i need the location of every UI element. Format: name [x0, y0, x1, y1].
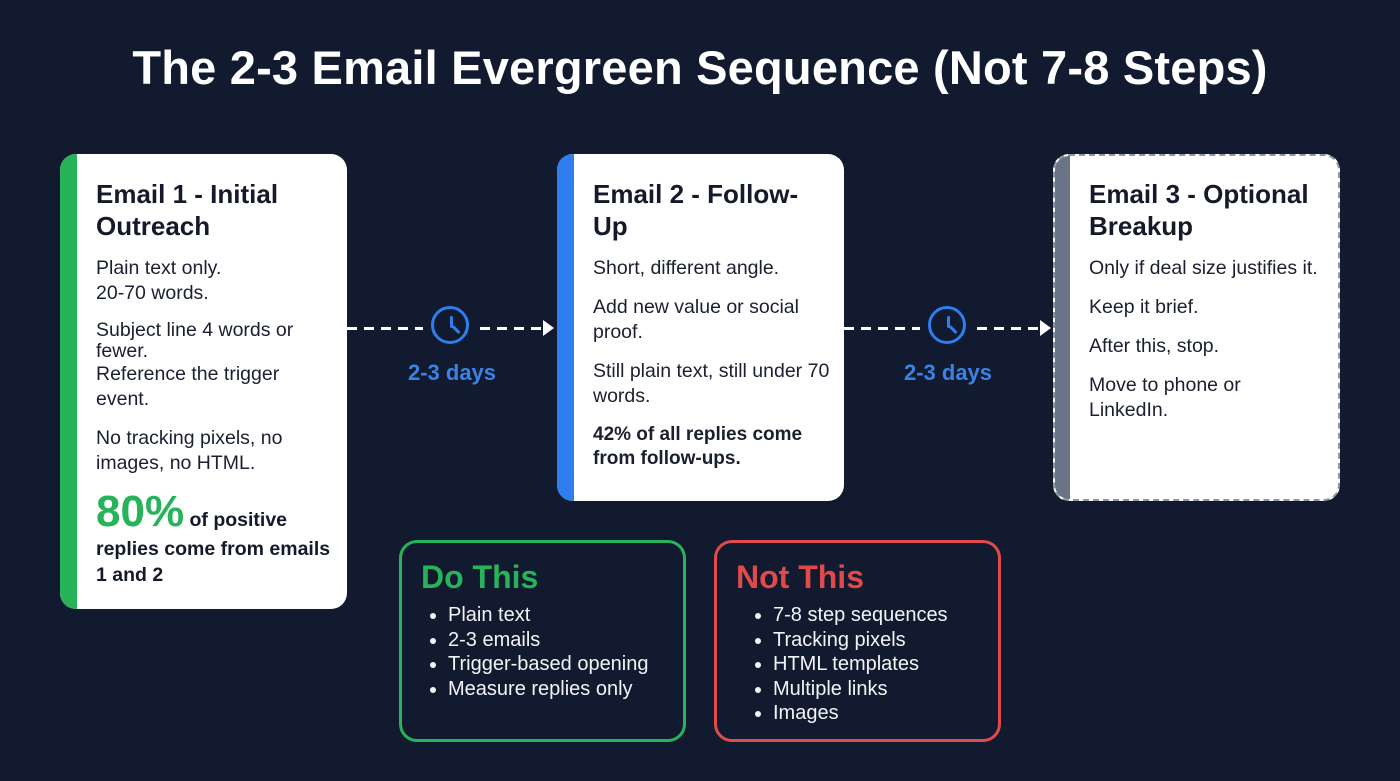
list-item: Images	[773, 701, 948, 726]
list-item: 2-3 emails	[448, 628, 649, 653]
card-line: 20-70 words.	[96, 282, 209, 304]
clock-icon	[928, 306, 966, 344]
card-heading: Email 1 - Initial Outreach	[96, 179, 279, 241]
stat-value: 80%	[96, 487, 185, 536]
card-line: Move to phone or LinkedIn.	[1089, 374, 1241, 421]
stat-text: of positive	[189, 509, 288, 531]
card-accent-bar-green	[60, 154, 77, 609]
stat-text: 42% of all replies come from follow-ups.	[593, 424, 803, 469]
stat-text-continued: replies come from emails 1 and 2	[96, 538, 331, 586]
arrow-right-icon	[1040, 320, 1051, 336]
not-this-heading: Not This	[736, 559, 864, 595]
not-this-list: 7-8 step sequences Tracking pixels HTML …	[753, 603, 948, 726]
list-item: HTML templates	[773, 652, 948, 677]
card-line: Keep it brief.	[1089, 296, 1199, 318]
do-this-box: Do This Plain text 2-3 emails Trigger-ba…	[399, 540, 686, 742]
do-this-list: Plain text 2-3 emails Trigger-based open…	[428, 603, 649, 701]
card-line: Short, different angle.	[593, 257, 780, 279]
email-2-card: Email 2 - Follow-Up Short, different ang…	[557, 154, 844, 501]
list-item: Multiple links	[773, 677, 948, 702]
card-line: No tracking pixels, no images, no HTML.	[96, 427, 283, 474]
email-1-card: Email 1 - Initial Outreach Plain text on…	[60, 154, 347, 609]
card-line: After this, stop.	[1089, 335, 1220, 357]
dashed-line	[844, 327, 920, 330]
arrow-right-icon	[543, 320, 554, 336]
card-line: Add new value or social proof.	[593, 296, 799, 343]
dashed-line	[977, 327, 1039, 330]
card-line: Only if deal size justifies it.	[1089, 257, 1318, 279]
clock-icon	[431, 306, 469, 344]
interval-label: 2-3 days	[407, 360, 497, 385]
list-item: Tracking pixels	[773, 628, 948, 653]
do-this-heading: Do This	[421, 559, 539, 595]
list-item: Plain text	[448, 603, 649, 628]
card-line: Plain text only.	[96, 257, 222, 279]
email-3-card: Email 3 - Optional Breakup Only if deal …	[1053, 154, 1340, 501]
card-accent-bar-gray	[1055, 156, 1070, 499]
connector-2	[844, 306, 1054, 350]
card-heading: Email 2 - Follow-Up	[593, 179, 799, 241]
list-item: Trigger-based opening	[448, 652, 649, 677]
dashed-line	[347, 327, 423, 330]
card-accent-bar-blue	[557, 154, 574, 501]
card-line: Subject line 4 words or fewer.	[96, 319, 294, 362]
stat-line: 80% of positive	[96, 490, 333, 534]
card-heading: Email 3 - Optional Breakup	[1089, 179, 1309, 241]
connector-1	[347, 306, 557, 350]
list-item: 7-8 step sequences	[773, 603, 948, 628]
page-title: The 2-3 Email Evergreen Sequence (Not 7-…	[132, 41, 1268, 94]
list-item: Measure replies only	[448, 677, 649, 702]
not-this-box: Not This 7-8 step sequences Tracking pix…	[714, 540, 1001, 742]
card-line: Still plain text, still under 70 words.	[593, 360, 830, 407]
interval-label: 2-3 days	[903, 360, 993, 385]
card-line: Reference the trigger event.	[96, 363, 280, 410]
dashed-line	[480, 327, 542, 330]
